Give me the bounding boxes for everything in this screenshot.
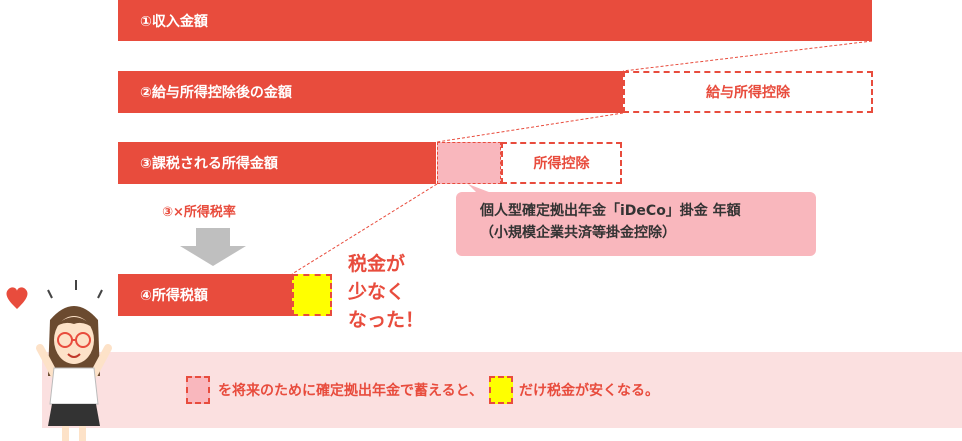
taxable-label: ③課税される所得金額: [140, 156, 278, 172]
tax-reduced-text: 税金が 少なく なった！: [348, 250, 448, 334]
income-bar: ①収入金額: [118, 0, 872, 41]
heart-icon: [6, 287, 28, 309]
income-deduction-label: 所得控除: [533, 156, 590, 172]
callout-line1: 個人型確定拠出年金「iDeCo」掛金 年額: [480, 203, 741, 219]
tax-reduced-line2: 少なく: [348, 281, 406, 303]
income-label: ①収入金額: [140, 13, 208, 30]
yellow-swatch: [489, 376, 514, 404]
tax-bar: ④所得税額: [118, 274, 292, 316]
income-deduction-box: 所得控除: [501, 142, 622, 184]
tax-reduced-line3: なった！: [348, 309, 425, 331]
tax-label: ④所得税額: [140, 288, 208, 304]
multiply-rate-label: ③×所得税率: [162, 205, 236, 220]
woman-illustration: [6, 280, 112, 441]
pink-swatch: [186, 376, 210, 404]
after-deduction-label: ②給与所得控除後の金額: [140, 85, 292, 101]
summary-part1: を将来のために確定拠出年金で蓄えると、: [218, 383, 484, 399]
summary-text: を将来のために確定拠出年金で蓄えると、 だけ税金が安くなる。: [186, 375, 659, 405]
tax-savings-block: [292, 274, 332, 316]
salary-deduction-box: 給与所得控除: [623, 71, 873, 113]
ideco-callout: 個人型確定拠出年金「iDeCo」掛金 年額 （小規模企業共済等掛金控除）: [456, 192, 816, 256]
taxable-bar: ③課税される所得金額: [118, 142, 436, 184]
down-arrow-icon: [180, 228, 246, 266]
summary-part2: だけ税金が安くなる。: [519, 383, 660, 399]
ideco-deduction-block: [437, 142, 501, 184]
callout-line2: （小規模企業共済等掛金控除）: [480, 225, 676, 241]
salary-deduction-label: 給与所得控除: [706, 85, 790, 101]
after-deduction-bar: ②給与所得控除後の金額: [118, 71, 623, 113]
tax-reduced-line1: 税金が: [348, 253, 406, 275]
